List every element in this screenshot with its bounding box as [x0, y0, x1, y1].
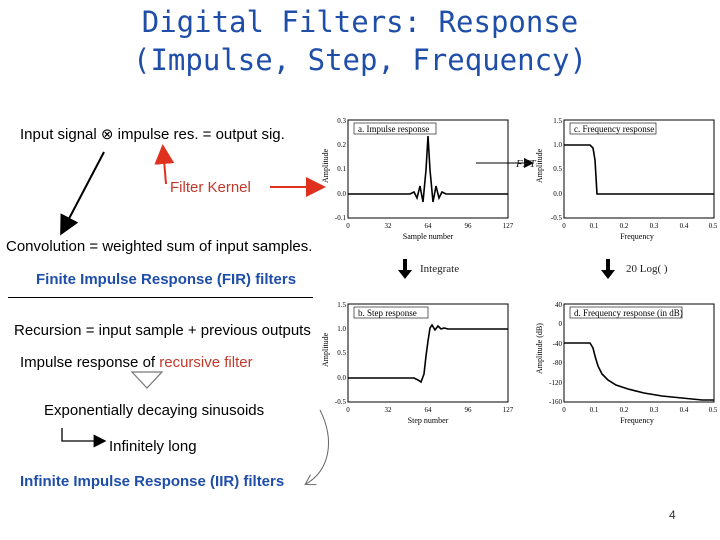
step-curve [348, 323, 508, 384]
impulse-panel-label: a. Impulse response [358, 124, 429, 134]
freq-ytick-2: 0.5 [553, 165, 562, 173]
title-line-2: (Impulse, Step, Frequency) [133, 43, 587, 77]
exp-decay-text: Exponentially decaying sinusoids [44, 402, 265, 419]
impulse-xtick-0: 0 [346, 222, 350, 230]
freqdb-xtick-2: 0.2 [620, 406, 629, 414]
step-ytick-4: -0.5 [335, 398, 347, 406]
freqdb-xtick-0: 0 [562, 406, 566, 414]
impulse-xtick-1: 32 [385, 222, 393, 230]
frequency-response-chart: c. Frequency response Amplitude 1.5 1.0 … [535, 117, 718, 241]
freq-xtick-4: 0.4 [680, 222, 689, 230]
recursion-text: Recursion = input sample + previous outp… [14, 322, 311, 339]
section-divider [8, 297, 313, 298]
impulse-ylabel: Amplitude [321, 148, 330, 183]
impulse-ytick-3: 0.0 [337, 190, 346, 198]
impulse-recursive-prefix: Impulse response of [20, 354, 160, 371]
input-equation-text: Input signal ⊗ impulse res. = output sig… [20, 126, 285, 143]
freq-ytick-4: -0.5 [551, 214, 563, 222]
step-ytick-3: 0.0 [337, 374, 346, 382]
filter-kernel-label: Filter Kernel [170, 179, 251, 196]
freqdb-ytick-1: 0 [559, 320, 563, 328]
step-xtick-3: 96 [465, 406, 473, 414]
step-ylabel: Amplitude [321, 332, 330, 367]
freqdb-ytick-5: -160 [549, 398, 562, 406]
curved-arrow [306, 409, 329, 484]
fir-label: Finite Impulse Response (FIR) filters [36, 271, 297, 288]
frequency-response-db-chart: d. Frequency response (in dB) Amplitude … [535, 301, 718, 425]
step-xtick-0: 0 [346, 406, 350, 414]
freq-xlabel: Frequency [620, 232, 654, 241]
impulse-recursive-emph: recursive filter [159, 354, 253, 371]
freq-xtick-5: 0.5 [709, 222, 718, 230]
impulse-xtick-3: 96 [465, 222, 473, 230]
convolution-arrow [60, 151, 105, 236]
freqdb-ytick-2: -40 [553, 340, 563, 348]
freq-ylabel: Amplitude [535, 148, 544, 183]
step-response-chart: b. Step response Amplitude 1.5 1.0 0.5 0… [321, 301, 514, 425]
impulse-ytick-0: 0.3 [337, 117, 346, 125]
freqdb-xtick-3: 0.3 [650, 406, 659, 414]
freq-xtick-3: 0.3 [650, 222, 659, 230]
freq-xtick-2: 0.2 [620, 222, 629, 230]
impulse-xtick-4: 127 [503, 222, 514, 230]
impulse-ytick-2: 0.1 [337, 165, 346, 173]
bracket-arrow [61, 428, 107, 448]
freq-xtick-1: 0.1 [590, 222, 599, 230]
step-xtick-2: 64 [425, 406, 433, 414]
impulse-xtick-2: 64 [425, 222, 433, 230]
integrate-arrow-icon [398, 259, 412, 279]
freq-ytick-1: 1.0 [553, 141, 562, 149]
freq-curve [564, 144, 714, 195]
kernel-to-impulse-arrow [154, 144, 175, 185]
page-number: 4 [669, 508, 676, 522]
step-ytick-0: 1.5 [337, 301, 346, 309]
convolution-text: Convolution = weighted sum of input samp… [6, 238, 313, 255]
freqdb-ytick-3: -80 [553, 359, 563, 367]
impulse-curve [348, 135, 508, 203]
freq-ytick-3: 0.0 [553, 190, 562, 198]
impulse-recursive-text: Impulse response of recursive filter [20, 354, 253, 371]
freqdb-ylabel: Amplitude (dB) [535, 323, 544, 374]
impulse-ytick-1: 0.2 [337, 141, 346, 149]
freqdb-curve [564, 342, 714, 401]
impulse-xlabel: Sample number [403, 232, 454, 241]
title-line-1: Digital Filters: Response [141, 5, 579, 39]
iir-label: Infinite Impulse Response (IIR) filters [20, 473, 285, 490]
step-xlabel: Step number [408, 416, 449, 425]
impulse-response-chart: a. Impulse response Amplitude 0.3 0.2 0.… [321, 117, 514, 241]
freqdb-xtick-1: 0.1 [590, 406, 599, 414]
log-arrow-icon [601, 259, 615, 279]
freq-ytick-0: 1.5 [553, 117, 562, 125]
freqdb-xtick-5: 0.5 [709, 406, 718, 414]
integrate-label: Integrate [420, 263, 460, 275]
step-panel-label: b. Step response [358, 308, 417, 318]
step-ytick-2: 0.5 [337, 349, 346, 357]
freq-panel-label: c. Frequency response [574, 124, 654, 134]
step-xtick-4: 127 [503, 406, 514, 414]
step-ytick-1: 1.0 [337, 325, 346, 333]
step-xtick-1: 32 [385, 406, 393, 414]
freqdb-ytick-0: 40 [555, 301, 563, 309]
freqdb-panel-label: d. Frequency response (in dB) [574, 308, 683, 318]
freqdb-ytick-4: -120 [549, 379, 562, 387]
freq-xtick-0: 0 [562, 222, 566, 230]
impulse-ytick-4: -0.1 [335, 214, 347, 222]
freqdb-xlabel: Frequency [620, 416, 654, 425]
log-label: 20 Log( ) [626, 263, 668, 275]
infinitely-long-text: Infinitely long [109, 438, 197, 455]
freqdb-xtick-4: 0.4 [680, 406, 689, 414]
down-arrow-icon [130, 371, 164, 389]
fft-label: FFT [516, 158, 536, 170]
